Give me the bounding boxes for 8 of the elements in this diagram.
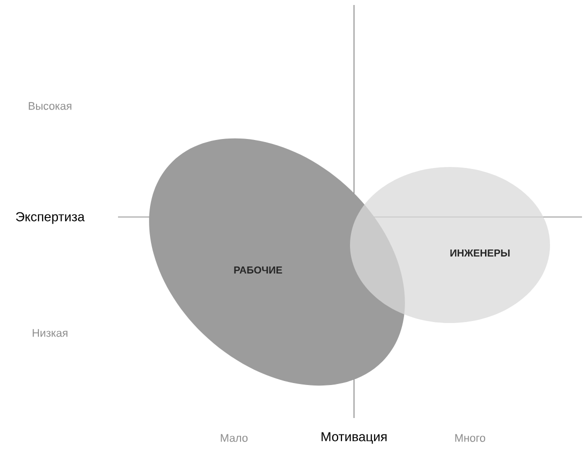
axis-tick-label: Много xyxy=(455,434,486,442)
axis-title: Экспертиза xyxy=(16,212,85,224)
axis-tick-label: Мало xyxy=(220,434,248,442)
axis-title: Мотивация xyxy=(322,432,387,444)
axis-tick-label: Высокая xyxy=(28,102,72,110)
axis-tick-label: Низкая xyxy=(32,329,68,337)
ellipse-area: РАБОЧИЕ xyxy=(149,138,405,386)
ellipse-area: ИНЖЕНЕРЫ xyxy=(350,167,550,323)
